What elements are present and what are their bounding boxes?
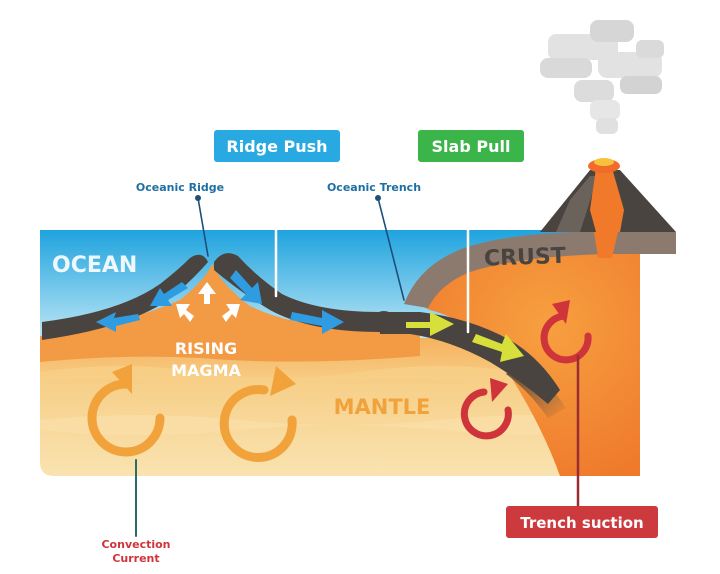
trench-suction-badge: Trench suction <box>506 506 658 538</box>
blue-arrow <box>230 270 262 304</box>
oceanic-ridge-label: Oceanic Ridge <box>136 181 224 194</box>
yellow-arrow <box>472 334 524 362</box>
trench-suction-cycle-lower <box>460 378 512 440</box>
mantle-band-lower <box>40 415 640 435</box>
white-arrow-right <box>222 304 240 322</box>
trench-suction-label: Trench suction <box>520 514 643 532</box>
trench-plate-end <box>372 311 396 333</box>
convection-label-2: Current <box>112 552 159 565</box>
slab-pull-label: Slab Pull <box>432 137 511 156</box>
convection-label-1: Convection <box>101 538 170 551</box>
ridge-push-badge: Ridge Push <box>214 130 340 162</box>
convection-current-left <box>87 364 165 457</box>
blue-arrow <box>290 310 344 334</box>
white-arrow-left <box>176 304 194 322</box>
volcano <box>540 158 676 232</box>
ocean-label: OCEAN <box>52 253 137 278</box>
rising-magma-arrows <box>176 282 240 322</box>
crust-label: CRUST <box>484 244 567 272</box>
subducting-slab <box>380 312 560 404</box>
white-arrow-up <box>198 282 216 304</box>
mantle-label: MANTLE <box>334 395 431 419</box>
rising-magma-label-1: RISING <box>175 339 237 358</box>
ridge-push-label: Ridge Push <box>226 137 327 156</box>
blue-arrow <box>96 312 140 332</box>
convection-current-right <box>219 366 297 462</box>
trench-suction-cycle-upper <box>540 300 592 364</box>
yellow-flow-arrows <box>406 312 524 362</box>
oceanic-trench-label: Oceanic Trench <box>327 181 421 194</box>
oceanic-plate-left <box>42 254 208 340</box>
magma-conduit <box>594 232 618 258</box>
oceanic-plate-right <box>214 253 410 332</box>
blue-arrow <box>150 282 188 306</box>
rising-magma-label-2: MAGMA <box>171 361 241 380</box>
yellow-arrow <box>406 312 454 336</box>
slab-pull-badge: Slab Pull <box>418 130 524 162</box>
blue-flow-arrows <box>96 270 344 334</box>
pointer-lines <box>135 156 580 537</box>
slab-fade <box>506 360 566 418</box>
mantle-band <box>40 366 640 389</box>
ash-cloud <box>540 20 664 134</box>
